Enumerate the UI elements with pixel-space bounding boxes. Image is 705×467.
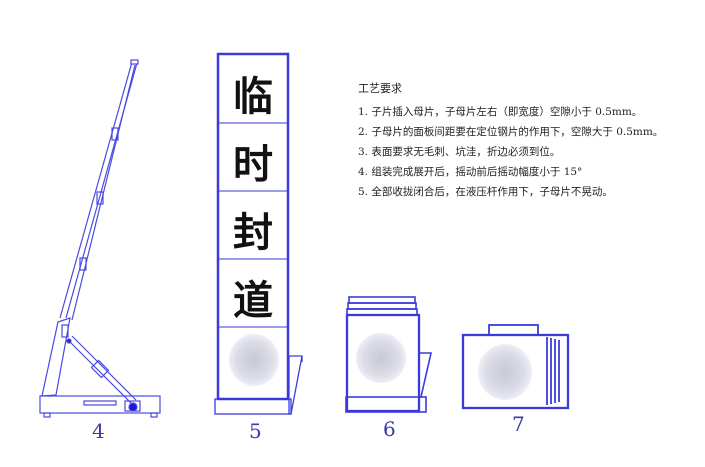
sign-char-3: 封 [233,210,273,256]
requirement-item-1: 1. 子片插入母片，子母片左右（即宽度）空隙小于 0.5mm。 [358,106,643,118]
figure-6-folded-stack [345,296,433,413]
process-requirements: 工艺要求 1. 子片插入母片，子母片左右（即宽度）空隙小于 0.5mm。 2. … [358,80,663,202]
figure-7-label: 7 [512,412,525,436]
figure-5-sign-front [214,52,303,415]
requirement-item-2: 2. 子母片的面板间距要在定位钢片的作用下，空隙大于 0.5mm。 [358,126,664,138]
sign-char-4: 道 [233,278,273,324]
requirement-item-3: 3. 表面要求无毛刺、坑洼，折边必须到位。 [358,146,561,158]
figure-4-side-view [39,59,161,418]
sign-char-2: 时 [233,142,273,188]
requirement-item-4: 4. 组装完成展开后，摇动前后摇动幅度小于 15° [358,166,583,178]
figure-4-label: 4 [92,419,105,443]
requirement-item-5: 5. 全部收拢闭合后，在液压杆作用下，子母片不晃动。 [358,186,613,198]
figure-7-folded-lying [461,324,570,410]
requirements-title: 工艺要求 [358,82,402,95]
sign-char-1: 临 [233,74,273,120]
figure-5-label: 5 [249,419,262,443]
figure-6-label: 6 [383,417,396,441]
